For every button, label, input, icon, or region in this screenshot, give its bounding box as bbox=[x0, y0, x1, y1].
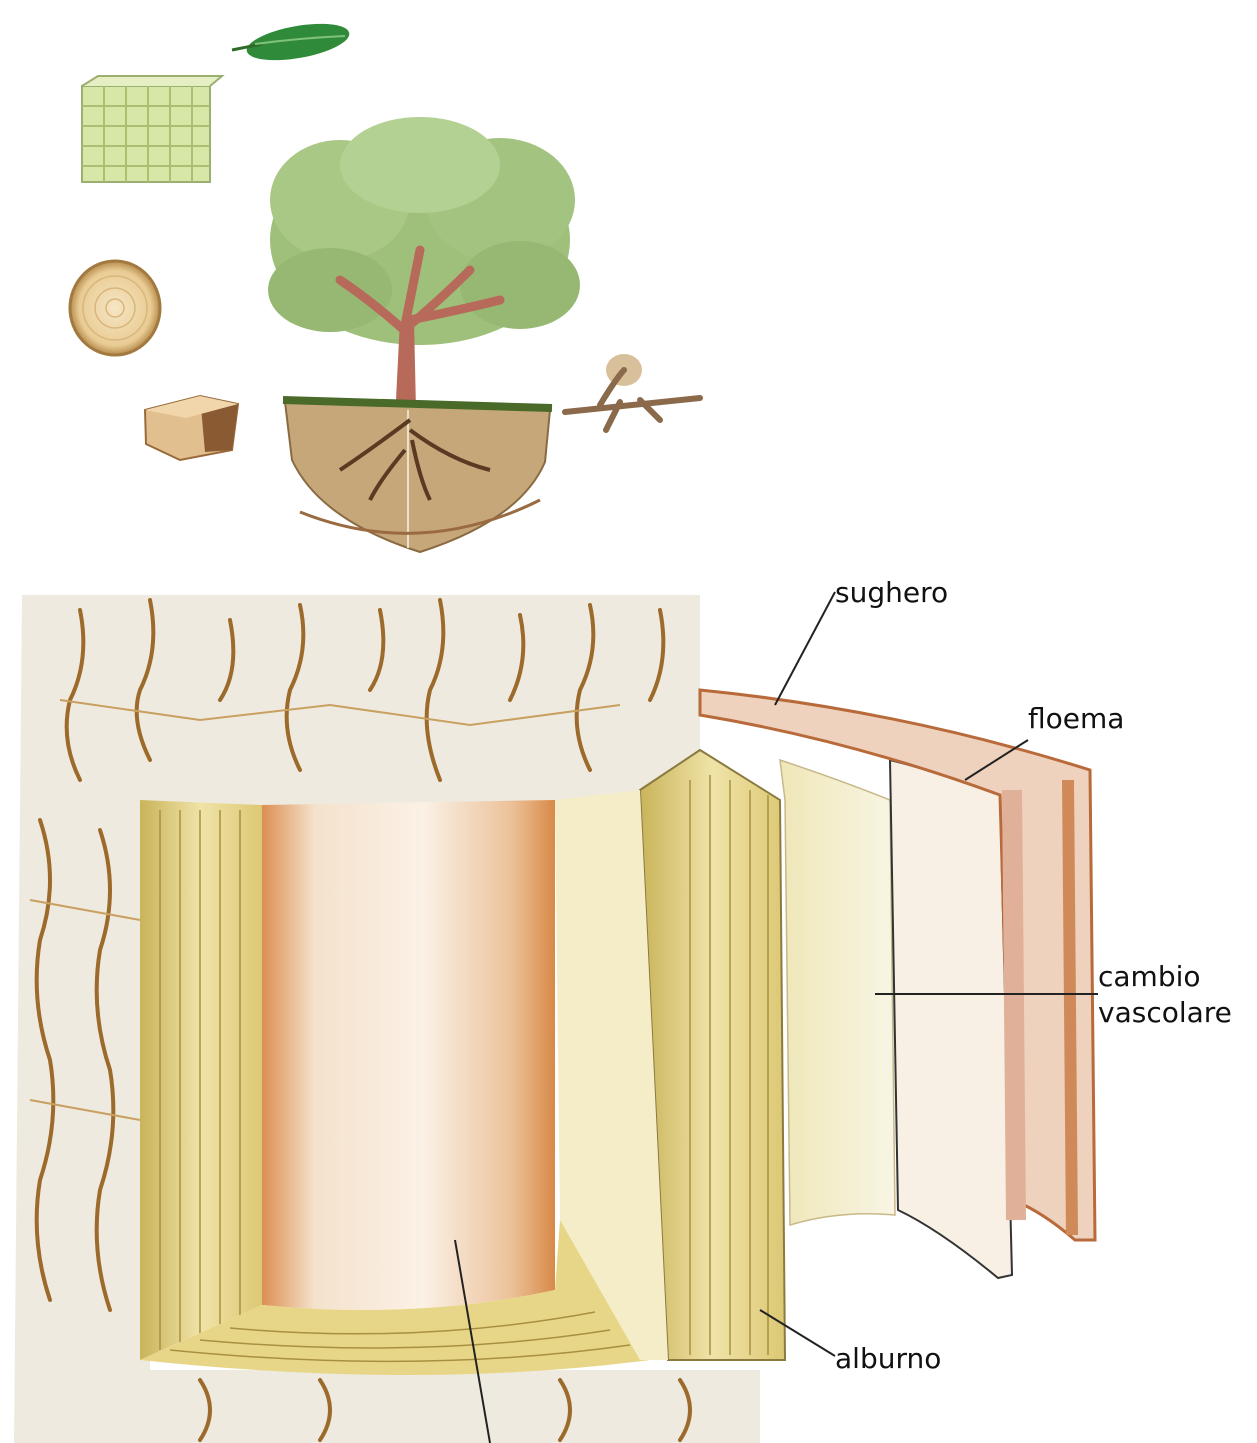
trunk-cross-section-illustration bbox=[70, 261, 160, 355]
label-cambio-vascolare-line1: cambio bbox=[1098, 961, 1201, 993]
label-sughero: sughero bbox=[835, 577, 948, 609]
label-alburno: alburno bbox=[835, 1343, 941, 1375]
cambium-illustration bbox=[780, 760, 895, 1225]
heartwood-illustration bbox=[262, 800, 555, 1310]
wood-block-illustration bbox=[145, 396, 238, 460]
soil-root-illustration bbox=[283, 400, 552, 552]
label-floema: floema bbox=[1028, 703, 1124, 735]
cell-tissue-illustration bbox=[82, 76, 222, 182]
leaf-illustration bbox=[232, 17, 352, 67]
root-sample-illustration bbox=[565, 354, 700, 430]
tree-illustration bbox=[268, 117, 580, 410]
label-cambio-vascolare-line2: vascolare bbox=[1098, 997, 1232, 1029]
phloem-illustration bbox=[890, 760, 1012, 1278]
leader-line-sughero bbox=[775, 592, 835, 705]
